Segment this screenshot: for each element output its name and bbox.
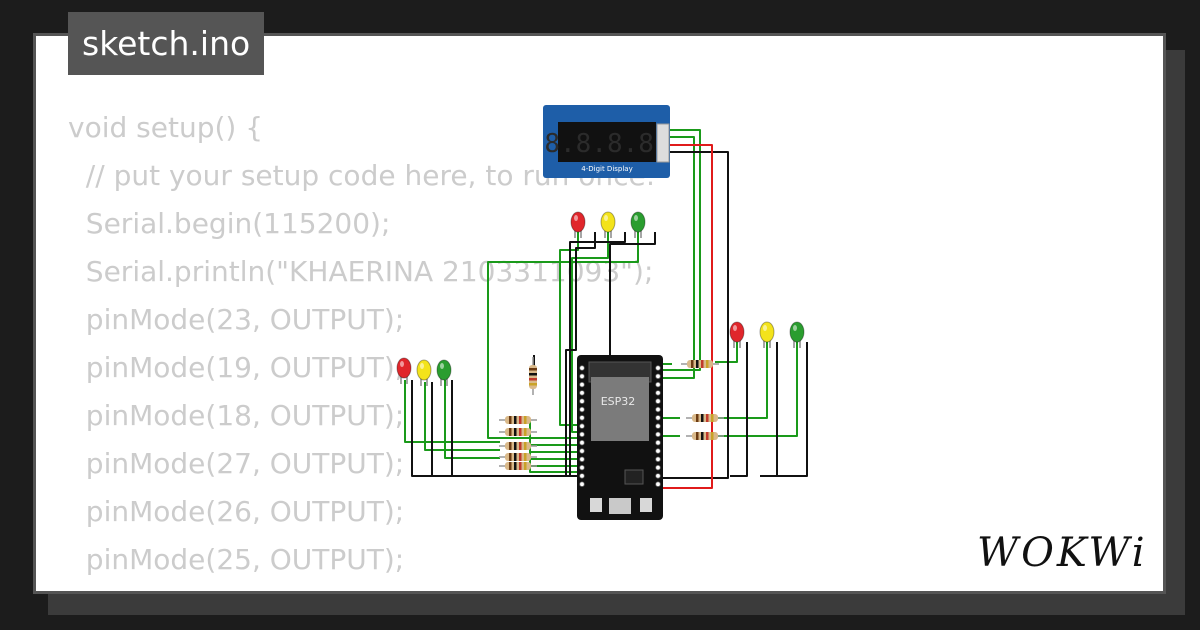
display-caption: 4-Digit Display	[581, 165, 632, 173]
pin-left	[579, 406, 585, 413]
resistor	[499, 416, 537, 424]
resistor	[499, 453, 537, 461]
pin-left	[579, 365, 585, 371]
wokwi-logo: WOKWi	[977, 530, 1148, 576]
yellow-led	[416, 359, 432, 386]
yellow-led	[600, 211, 616, 238]
pin-left	[579, 440, 585, 446]
pin-right	[655, 431, 661, 438]
code-line: void setup() {	[68, 111, 264, 144]
pin-right	[655, 481, 661, 487]
code-line: pinMode(23, OUTPUT);	[68, 303, 405, 336]
pin-left	[579, 390, 585, 396]
esp32-board: ESP32	[577, 355, 663, 520]
pin-left	[579, 373, 585, 379]
wokwi-logo-text: WOKWi	[977, 530, 1148, 576]
pin-right	[655, 373, 661, 379]
pin-left	[579, 448, 585, 454]
yellow-led	[759, 321, 775, 348]
resistor	[499, 442, 537, 450]
red-led	[570, 211, 586, 238]
pin-left	[579, 456, 585, 462]
code-line: Serial.begin(115200);	[68, 207, 391, 240]
resistors	[499, 357, 724, 470]
pin-right	[655, 415, 661, 421]
pin-left	[579, 423, 585, 429]
resistor	[499, 462, 537, 470]
pin-right	[655, 398, 661, 404]
resistor	[686, 414, 724, 422]
pin-right	[655, 381, 661, 388]
pin-right	[655, 390, 661, 396]
code-line: Serial.println("KHAERINA 2103311093");	[68, 255, 654, 288]
pin-left	[579, 473, 585, 479]
resistor	[529, 357, 537, 395]
pin-left	[579, 464, 585, 471]
green-led	[436, 359, 452, 386]
pin-left	[579, 481, 585, 487]
code-line: pinMode(26, OUTPUT);	[68, 495, 405, 528]
resistor	[499, 428, 537, 436]
esp32-label: ESP32	[601, 395, 636, 408]
pin-left	[579, 431, 585, 438]
resistor	[686, 432, 724, 440]
pin-right	[655, 365, 661, 371]
pin-right	[655, 423, 661, 429]
code-line: pinMode(18, OUTPUT);	[68, 399, 405, 432]
display-digits: 8.8.8.8.	[544, 129, 669, 159]
pin-left	[579, 398, 585, 404]
pin-left	[579, 381, 585, 388]
green-led	[630, 211, 646, 238]
resistor	[681, 360, 719, 368]
pin-right	[655, 473, 661, 479]
esp32-pins	[579, 365, 661, 487]
red-led	[729, 321, 745, 348]
pin-right	[655, 440, 661, 446]
code-line: pinMode(27, OUTPUT);	[68, 447, 405, 480]
green-led	[789, 321, 805, 348]
code-line: pinMode(19, OUTPUT);	[68, 351, 405, 384]
red-led	[396, 357, 412, 384]
wires	[404, 129, 808, 489]
pin-right	[655, 406, 661, 413]
pin-right	[655, 464, 661, 471]
file-name-tab: sketch.ino	[68, 12, 265, 75]
pin-left	[579, 415, 585, 421]
pin-right	[655, 448, 661, 454]
pin-right	[655, 456, 661, 462]
leds	[396, 211, 805, 386]
seven-segment-display: 8.8.8.8. 4-Digit Display	[543, 105, 670, 178]
code-line: pinMode(25, OUTPUT);	[68, 543, 405, 576]
